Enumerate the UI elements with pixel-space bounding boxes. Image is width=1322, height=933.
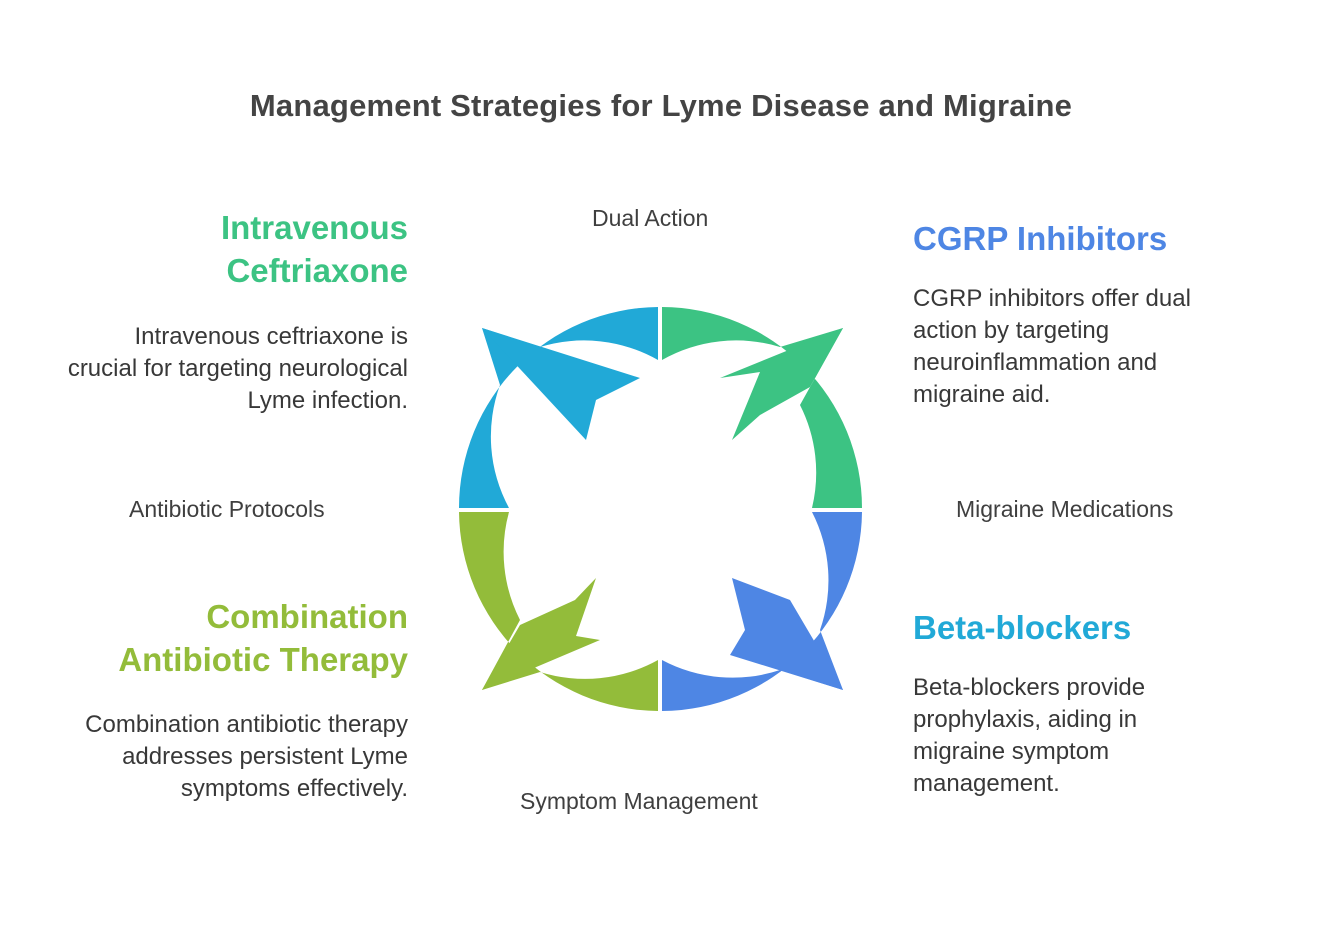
axis-label-right: Migraine Medications bbox=[956, 496, 1174, 522]
desc-beta-blockers: Beta-blockers provide prophylaxis, aidin… bbox=[913, 674, 1146, 797]
heading-combination-antibiotic-therapy: Combination Antibiotic Therapy bbox=[118, 598, 408, 678]
arrow-bottom-right bbox=[730, 578, 843, 690]
segment-top-left bbox=[459, 307, 658, 508]
heading-intravenous-ceftriaxone: Intravenous Ceftriaxone bbox=[220, 209, 408, 289]
desc-cgrp-inhibitors: CGRP inhibitors offer dual action by tar… bbox=[913, 285, 1191, 408]
desc-intravenous-ceftriaxone: Intravenous ceftriaxone is crucial for t… bbox=[67, 323, 408, 414]
heading-beta-blockers: Beta-blockers bbox=[913, 609, 1132, 646]
heading-cgrp-inhibitors: CGRP Inhibitors bbox=[913, 220, 1168, 257]
page-title: Management Strategies for Lyme Disease a… bbox=[249, 88, 1073, 123]
axis-label-top: Dual Action bbox=[592, 205, 709, 231]
axis-label-left: Antibiotic Protocols bbox=[129, 496, 325, 522]
arrow-top-left bbox=[482, 328, 640, 440]
axis-label-bottom: Symptom Management bbox=[520, 788, 758, 814]
arrow-top-right bbox=[720, 328, 843, 440]
desc-combination-antibiotic-therapy: Combination antibiotic therapy addresses… bbox=[85, 711, 408, 802]
arrow-bottom-left bbox=[482, 578, 600, 690]
